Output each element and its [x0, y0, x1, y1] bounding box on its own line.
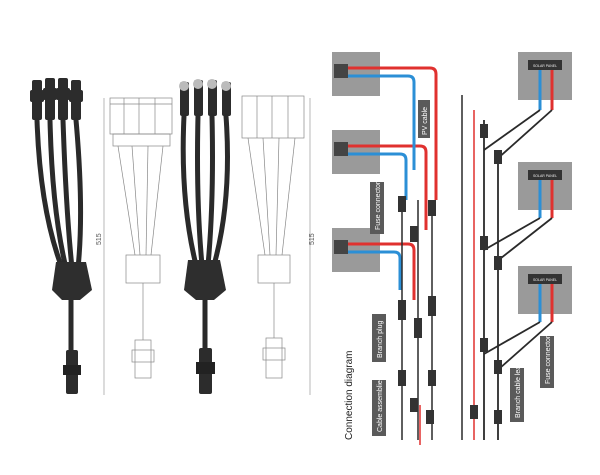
- branch-cable-leads-label: Branch cable leads: [510, 358, 524, 422]
- dimension-left-label: 515: [96, 233, 103, 245]
- branch-plug-label: Branch plug: [372, 314, 386, 362]
- solar-panel-3: [332, 228, 380, 272]
- connection-diagram-b: SOLAR PANEL SOLAR PANEL SOLAR PANEL: [470, 52, 572, 440]
- connection-diagram-a: PV cable Fuse connector Branch plug Cabl…: [332, 52, 463, 445]
- branch-connector-line-drawing-b: [241, 95, 305, 379]
- solar-panel-4: SOLAR PANEL: [518, 52, 572, 100]
- dimension-right-label: 515: [309, 233, 316, 245]
- solar-panel-5: SOLAR PANEL: [518, 162, 572, 210]
- svg-text:Fuse connector: Fuse connector: [545, 335, 552, 384]
- fuse-connector-label-a: Fuse connector: [370, 181, 384, 234]
- dimension-left: 515: [96, 98, 105, 395]
- svg-text:PV cable: PV cable: [422, 107, 429, 135]
- svg-text:Branch plug: Branch plug: [377, 321, 384, 358]
- branch-connector-line-drawing-a: [109, 97, 173, 379]
- branch-connector-photo-a: [30, 78, 92, 394]
- pv-cable-label: PV cable: [418, 100, 430, 138]
- svg-text:SOLAR PANEL: SOLAR PANEL: [533, 174, 557, 178]
- cable-assemblies-label: Cable assemblies: [372, 376, 386, 436]
- branch-connector-photo-b: [179, 79, 231, 394]
- svg-text:SOLAR PANEL: SOLAR PANEL: [533, 64, 557, 68]
- solar-panel-1: [332, 52, 380, 96]
- solar-panel-2: [332, 130, 380, 174]
- svg-text:Cable assemblies: Cable assemblies: [377, 376, 384, 432]
- dimension-right: 515: [309, 98, 316, 395]
- connection-diagram-title: Connection diagram: [344, 351, 355, 441]
- svg-text:Fuse connector: Fuse connector: [375, 181, 382, 230]
- fuse-connector-label-b: Fuse connector: [540, 335, 554, 388]
- svg-text:SOLAR PANEL: SOLAR PANEL: [533, 278, 557, 282]
- solar-panel-6: SOLAR PANEL: [518, 266, 572, 314]
- svg-text:Branch cable leads: Branch cable leads: [515, 358, 522, 418]
